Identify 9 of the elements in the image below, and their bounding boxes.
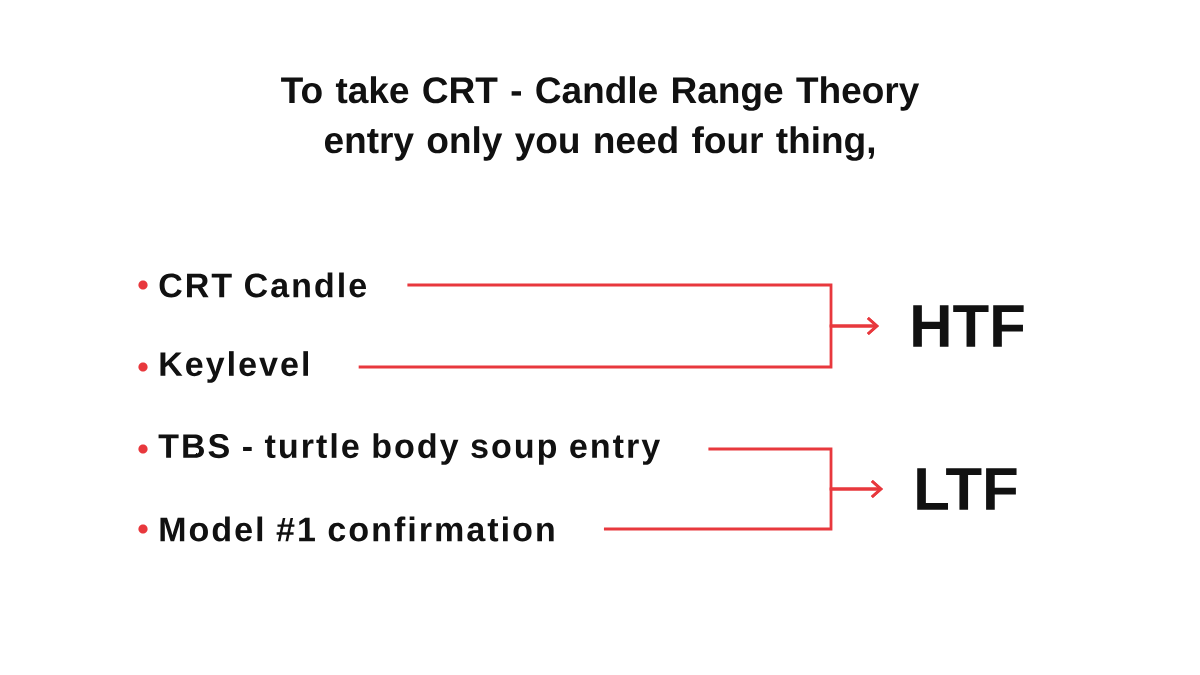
title: To take CRT - Candle Range Theory entry only you need four thing, [281,76,920,161]
connector-arrow [358,316,879,369]
list-item: Keylevel [160,351,308,383]
list-item: TBS - turtle body soup entry [158,433,661,465]
connector-arrow [603,479,883,531]
list-item: CRT Candle [159,272,366,298]
list-item: Model #1 confirmation [160,516,554,542]
group-label: HTF [913,305,1024,347]
group-label: LTF [917,468,1017,510]
